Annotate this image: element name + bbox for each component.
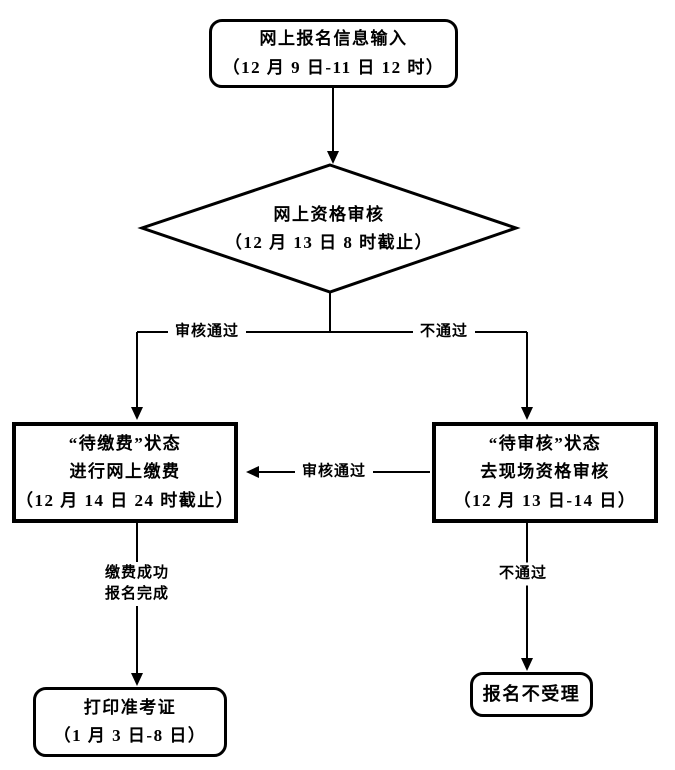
arrowhead-into-reject: [521, 658, 533, 671]
edge-label-not-passed-right: 不通过: [412, 320, 476, 344]
edge-label-review-passed-left: 审核通过: [167, 320, 247, 344]
node-date-range: （12 月 9 日-11 日 12 时）: [222, 57, 445, 77]
arrowhead-into-print: [131, 673, 143, 686]
node-title: 打印准考证: [83, 697, 177, 717]
edge-label-review-passed-middle: 审核通过: [294, 460, 374, 484]
node-title: 网上资格审核: [273, 205, 385, 224]
node-deadline: （12 月 13 日 8 时截止）: [224, 233, 434, 253]
edge-label-line: 缴费成功: [104, 565, 170, 581]
node-online-qualification-review: 网上资格审核 （12 月 13 日 8 时截止）: [188, 201, 470, 257]
node-registration-rejected: 报名不受理: [470, 672, 593, 717]
arrowhead-into-pay: [131, 407, 143, 420]
node-print-admission-ticket: 打印准考证 （1 月 3 日-8 日）: [33, 687, 227, 757]
arrowhead-into-onsite: [521, 407, 533, 420]
node-title: 网上报名信息输入: [259, 29, 408, 49]
node-online-registration-input: 网上报名信息输入 （12 月 9 日-11 日 12 时）: [209, 19, 458, 88]
node-deadline: （12 月 14 日 24 时截止）: [16, 490, 235, 510]
node-date-range: （12 月 13 日-14 日）: [453, 490, 637, 510]
node-pending-review-onsite: “待审核”状态 去现场资格审核 （12 月 13 日-14 日）: [432, 422, 658, 523]
node-status: “待缴费”状态: [68, 434, 182, 454]
edge-label-not-passed-bottom: 不通过: [491, 562, 555, 586]
node-date-range: （1 月 3 日-8 日）: [53, 726, 207, 745]
edge-label-payment-success: 缴费成功 报名完成: [97, 562, 177, 606]
node-status: “待审核”状态: [488, 434, 602, 454]
node-action: 去现场资格审核: [480, 462, 610, 482]
node-pending-payment: “待缴费”状态 进行网上缴费 （12 月 14 日 24 时截止）: [12, 422, 238, 523]
node-action: 进行网上缴费: [69, 462, 181, 482]
node-title: 报名不受理: [482, 683, 581, 704]
arrowhead-into-pay-right: [246, 466, 259, 478]
edge-label-line: 报名完成: [104, 586, 170, 602]
arrowhead-into-decision: [327, 151, 339, 164]
